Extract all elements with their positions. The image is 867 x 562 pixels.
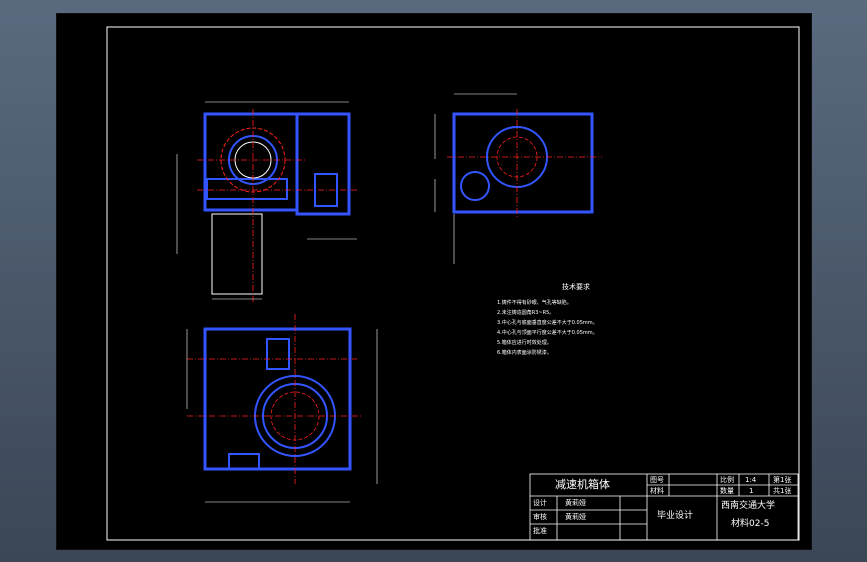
ratio-label: 比例 (720, 476, 734, 484)
tech-note: 1.铸件不得有砂眼、气孔等缺陷。 (497, 300, 572, 306)
inner-frame (106, 26, 800, 541)
project-type: 毕业设计 (657, 511, 694, 521)
tech-note: 6.箱体内表面涂防锈漆。 (497, 350, 552, 356)
designer-label: 设计 (533, 499, 547, 507)
checker-label: 审核 (533, 513, 547, 521)
view-top-left (176, 101, 357, 304)
view-bottom-left (186, 314, 378, 503)
tech-note: 5.箱体应进行时效处理。 (497, 340, 552, 346)
material-label: 材料 (650, 487, 664, 495)
drawing-no-label: 图号 (650, 476, 664, 484)
sheet-label: 第1张 (773, 476, 792, 484)
tech-notes-title: 技术要求 (562, 283, 590, 291)
total-sheets-label: 共1张 (773, 487, 792, 495)
designer-name: 黄莉娅 (565, 499, 586, 507)
ratio-value: 1:4 (745, 476, 757, 484)
drawing-sheet[interactable]: 减速机箱体 设计 黄莉娅 审核 黄莉娅 批准 图号 材料 比例 1:4 数量 1… (56, 13, 812, 550)
tech-note: 3.中心孔与底面垂直度公差不大于0.05mm。 (497, 320, 598, 326)
class-name: 材料02-5 (731, 519, 770, 529)
cad-drawing (106, 26, 800, 541)
tech-note: 4.中心孔与顶面平行度公差不大于0.05mm。 (497, 330, 598, 336)
quantity-value: 1 (749, 487, 754, 495)
view-top-right (434, 93, 602, 264)
school-name: 西南交通大学 (721, 501, 776, 511)
approver-label: 批准 (533, 527, 547, 535)
title-block-grid (529, 473, 799, 541)
quantity-label: 数量 (720, 487, 734, 495)
part-name: 减速机箱体 (555, 478, 610, 491)
tech-note: 2.未注铸造圆角R3~R5。 (497, 310, 555, 316)
checker-name: 黄莉娅 (565, 513, 586, 521)
